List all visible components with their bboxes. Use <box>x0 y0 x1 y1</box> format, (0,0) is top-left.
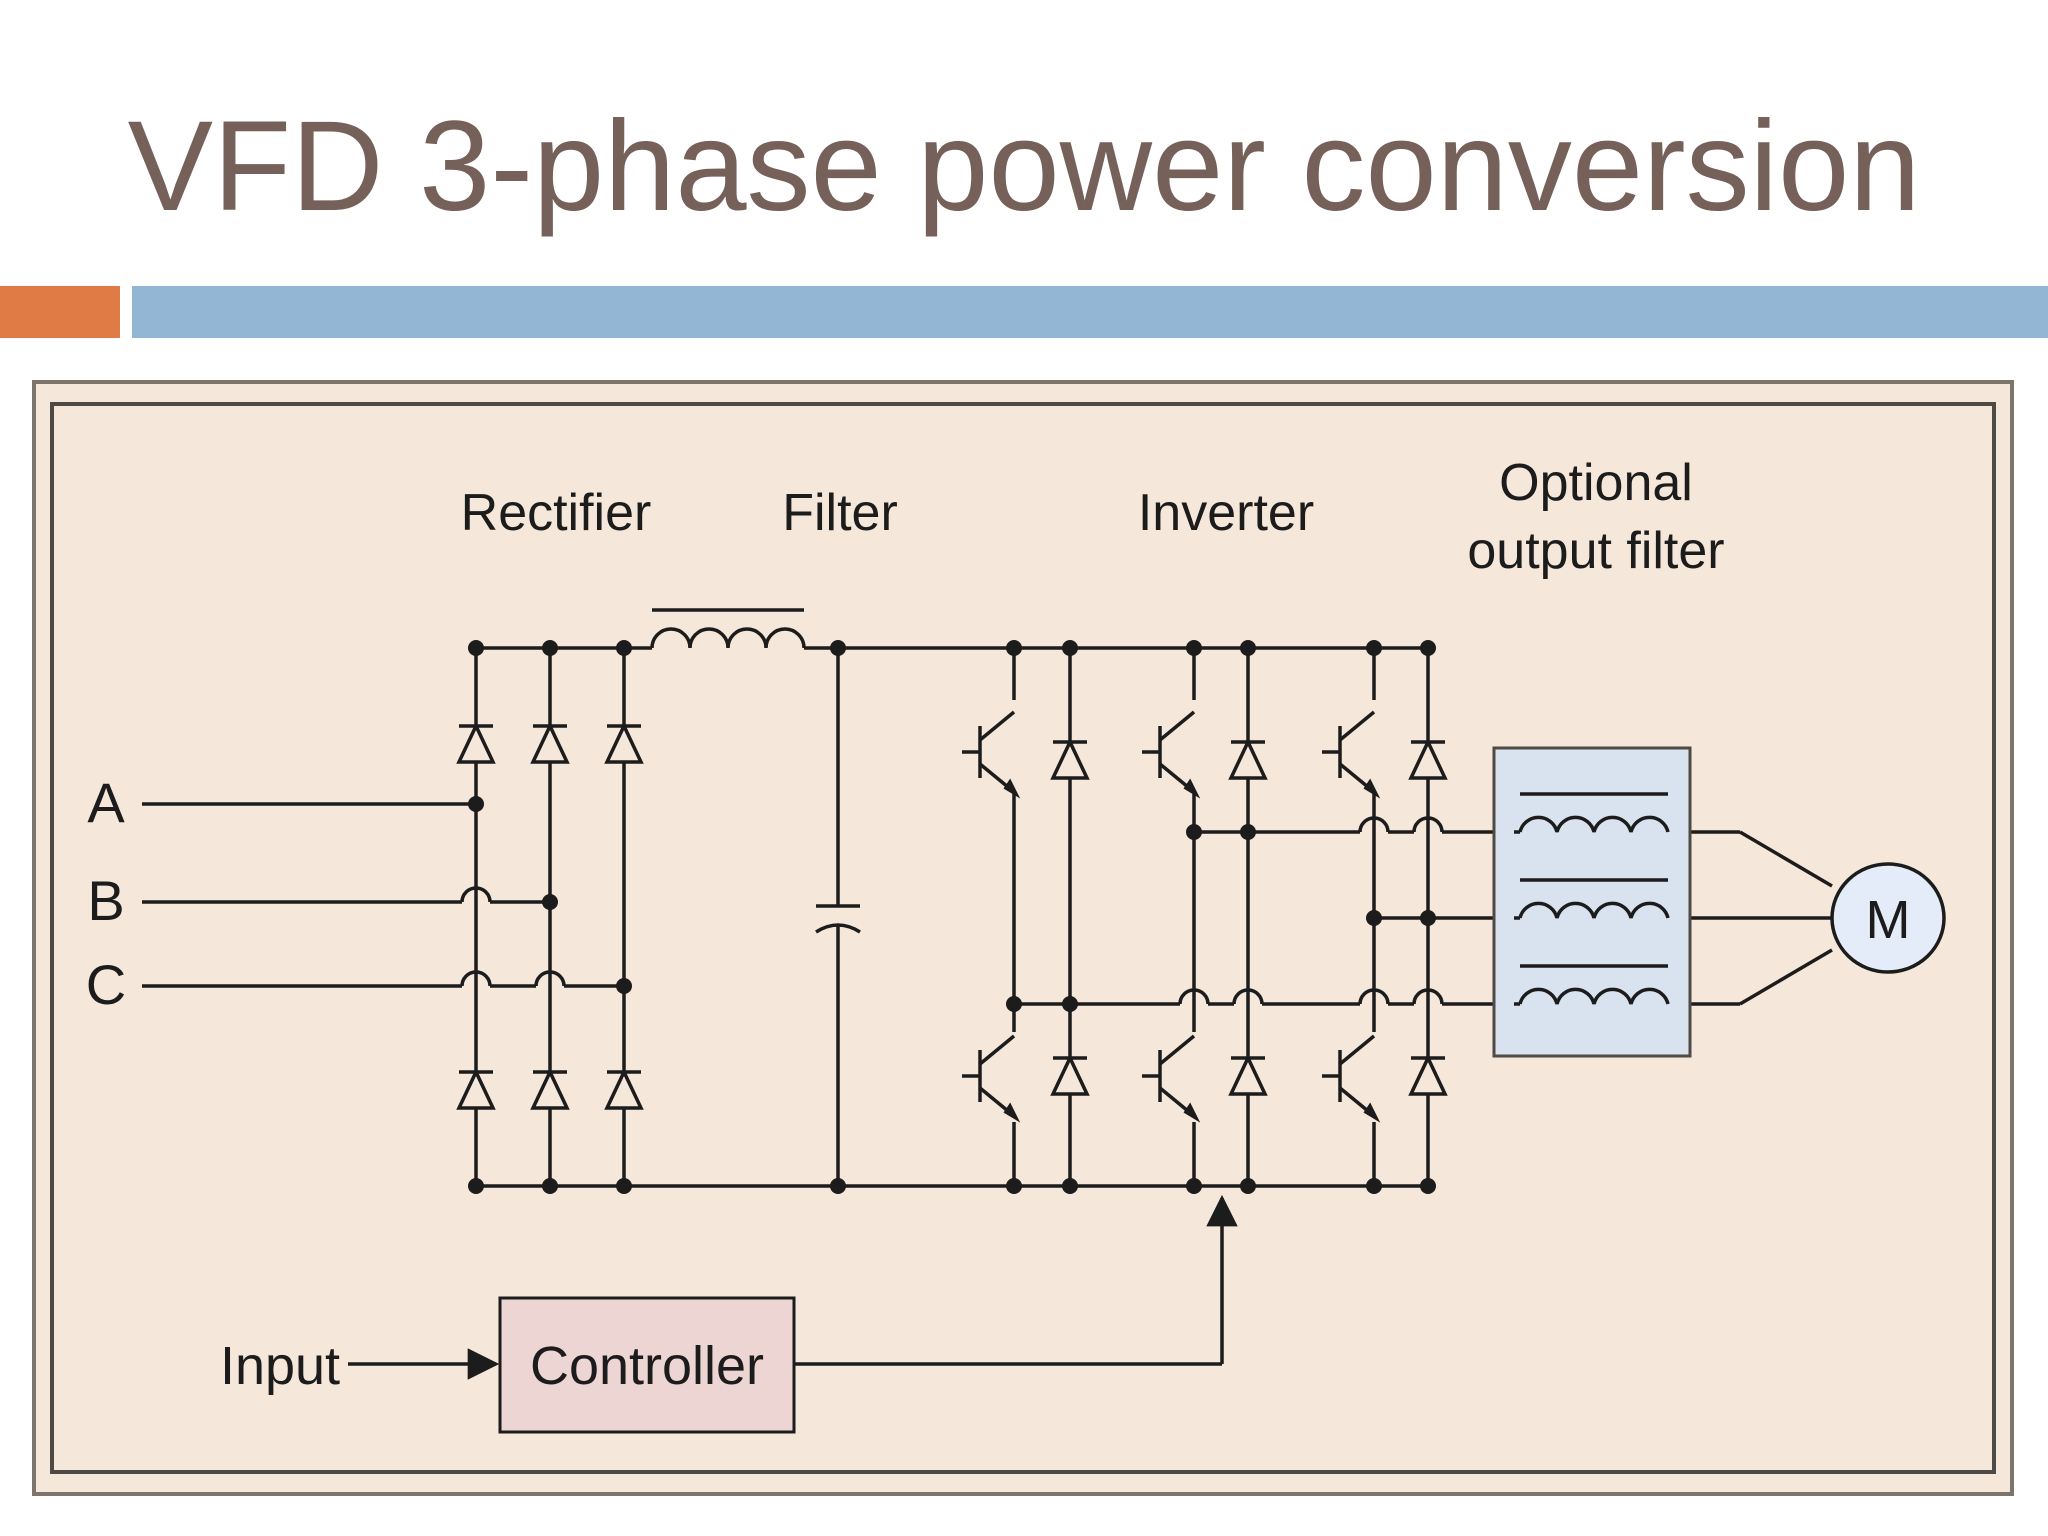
optional-filter-label-line1: Optional <box>1499 454 1693 512</box>
inductor-icon <box>1518 901 1670 919</box>
transistor-icon <box>1142 710 1201 799</box>
phase-c-label: C <box>86 953 126 1016</box>
rectifier-label: Rectifier <box>461 484 652 542</box>
phase-a-label: A <box>87 771 125 834</box>
output-filter-inductors <box>1514 792 1670 1006</box>
transistor-icon <box>962 710 1021 799</box>
motor-label: M <box>1866 890 1911 950</box>
controller-box <box>498 1296 796 1434</box>
diode-icon <box>1050 737 1090 780</box>
phase-b-label: B <box>87 869 124 932</box>
diode-icon <box>1408 1053 1448 1096</box>
diode-icon <box>530 1067 570 1110</box>
diode-icon <box>604 721 644 764</box>
transistor-icon <box>1142 1034 1201 1123</box>
inverter-diodes <box>1050 737 1448 1096</box>
transistor-icon <box>1322 710 1381 799</box>
slide-title: VFD 3-phase power conversion <box>127 95 1921 238</box>
input-label: Input <box>220 1336 340 1396</box>
rectifier-diodes <box>456 721 644 1110</box>
transistor-icon <box>1322 1034 1381 1123</box>
filter-label: Filter <box>782 484 898 542</box>
optional-filter-label-line2: output filter <box>1467 522 1724 580</box>
diagram-panel-inner-border <box>50 402 1996 1474</box>
output-filter-box <box>1492 746 1692 1058</box>
inverter-transistors <box>962 710 1381 1123</box>
inductor-icon <box>1518 815 1670 833</box>
diode-icon <box>456 1067 496 1110</box>
title-accent-blue-bar <box>132 286 2048 338</box>
filter-inductor <box>650 627 806 649</box>
inductor-icon <box>1518 987 1670 1005</box>
title-accent-orange-bar <box>0 286 120 338</box>
diode-icon <box>604 1067 644 1110</box>
diode-icon <box>1408 737 1448 780</box>
diode-icon <box>530 721 570 764</box>
motor-icon <box>1830 862 1946 974</box>
diode-icon <box>1050 1053 1090 1096</box>
transistor-icon <box>962 1034 1021 1123</box>
inverter-label: Inverter <box>1138 484 1314 542</box>
junction-dots <box>468 640 1436 1194</box>
diode-icon <box>456 721 496 764</box>
diode-icon <box>1228 737 1268 780</box>
diode-icon <box>1228 1053 1268 1096</box>
controller-label: Controller <box>530 1336 764 1396</box>
